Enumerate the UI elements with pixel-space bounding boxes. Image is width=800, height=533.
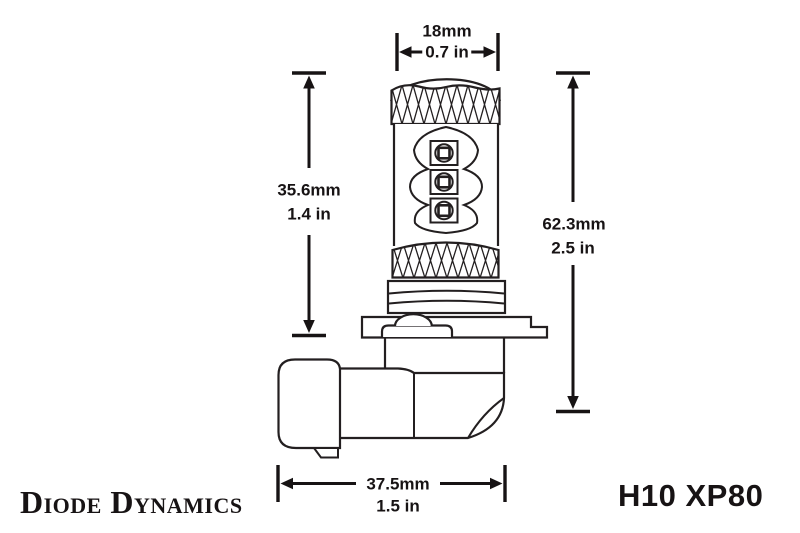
dimension-top-width [395,33,500,71]
upper-knurl-band [390,84,501,126]
base-width-imperial-label: 1.5 in [373,497,423,515]
arrowhead-left-icon [280,477,293,490]
flange-tab [380,324,454,337]
connector-plug-block [277,358,342,450]
dimension-upper-body-height [292,71,326,338]
top-width-metric-label: 18mm [419,22,475,40]
lower-knurl-band [391,241,500,279]
overall-height-metric-label: 62.3mm [539,215,609,233]
upper-body-height-metric-label: 35.6mm [274,181,344,199]
led-chip-bottom [429,197,459,224]
brand-logotype: Diode Dynamics [20,484,243,520]
base-width-metric-label: 37.5mm [363,475,433,493]
bulb-drawing [277,78,549,459]
flange-dome-fill [395,314,432,326]
flange-dome [393,313,433,327]
arrowhead-right-icon [490,477,503,490]
arrowhead-down-icon [567,396,579,409]
top-width-imperial-label: 0.7 in [422,43,472,61]
socket-corner-chamfer [467,397,505,439]
dimension-lines [276,33,590,502]
product-model-label: H10 XP80 [618,478,764,513]
led-body-sides [392,124,500,246]
arrowhead-right-icon [483,46,496,58]
dimension-overall-height [556,71,590,414]
base-collar [386,279,507,315]
led-chip-middle [429,169,459,195]
arrowhead-down-icon [303,320,315,333]
base-collar-rings [388,289,505,305]
socket-neck-sides [383,337,506,373]
connector-plug-tab [312,447,339,459]
arrowhead-left-icon [399,46,412,58]
arrowhead-up-icon [303,75,315,89]
arrowhead-up-icon [567,75,579,89]
overall-height-imperial-label: 2.5 in [548,239,598,257]
led-chip-top [429,140,459,166]
upper-body-height-imperial-label: 1.4 in [284,205,334,223]
socket-barrel [335,367,506,440]
dimension-base-width [276,465,507,502]
